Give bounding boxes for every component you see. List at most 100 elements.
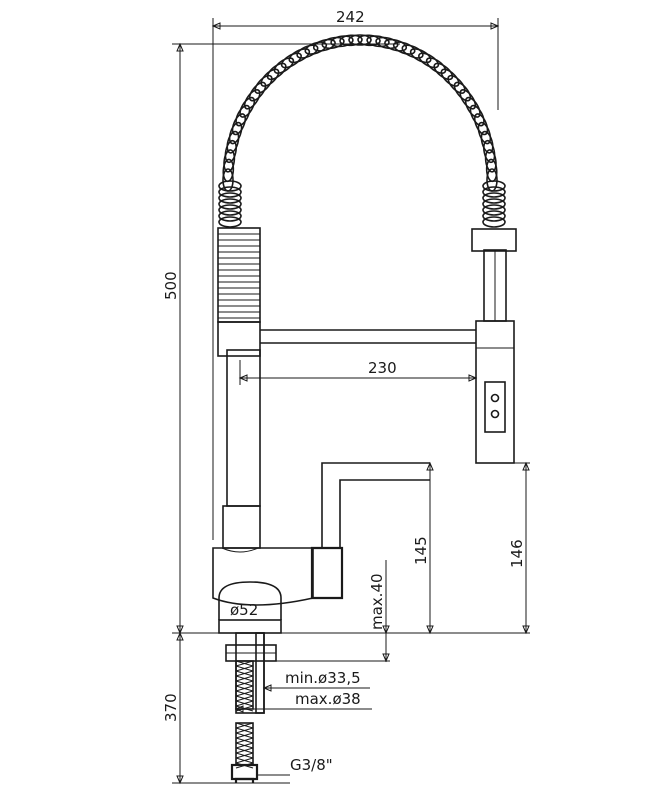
braid-line — [235, 660, 254, 667]
spring-coil — [218, 34, 506, 228]
braid-line — [235, 680, 254, 687]
dim-total-height: 500 — [162, 271, 180, 300]
braid-line — [235, 747, 254, 754]
spring-turn — [357, 34, 381, 47]
spring-turn — [273, 57, 295, 74]
hose-lower-pattern — [235, 722, 254, 769]
braid-line — [235, 685, 254, 692]
spring-turn — [366, 35, 390, 48]
spring-turn — [482, 192, 506, 204]
spring-turn — [484, 149, 497, 173]
spring-turn — [392, 41, 416, 55]
dim-spout-height: 146 — [508, 539, 526, 568]
spring-turn — [482, 216, 506, 228]
braid-line — [235, 700, 254, 707]
spring-turn — [280, 52, 302, 69]
braid-line — [235, 722, 254, 729]
base-round — [218, 581, 282, 620]
spring-turn — [218, 192, 242, 204]
spring-turn — [218, 210, 242, 222]
spring-turn — [425, 57, 447, 74]
spring-turn — [218, 186, 242, 198]
spring-turn — [469, 104, 485, 127]
dim-hose-length: 370 — [162, 693, 180, 722]
spring-turn — [312, 38, 336, 52]
spring-turn — [235, 104, 251, 127]
braid-line — [235, 690, 254, 697]
spring-turn — [224, 139, 237, 164]
braid-line — [235, 737, 254, 744]
spring-turn — [226, 130, 240, 154]
spring-turn — [330, 35, 354, 48]
spring-turn — [447, 74, 466, 94]
spring-turn — [222, 158, 235, 183]
spring-turn — [218, 204, 242, 216]
spray-head — [475, 320, 515, 464]
spring-turn — [459, 89, 477, 110]
spring-turn — [464, 96, 481, 118]
spring-turn — [453, 81, 472, 102]
dim-max-deck-thickness: max.40 — [368, 573, 386, 630]
spray-button-1 — [490, 393, 500, 403]
spring-turn — [243, 89, 261, 110]
spring-turn — [483, 139, 496, 164]
column — [226, 349, 261, 507]
dim-overall-width: 242 — [336, 8, 365, 26]
dim-min-hole: min.ø33,5 — [285, 669, 361, 687]
dim-base-diameter: ø52 — [230, 601, 258, 619]
spring-turn — [228, 121, 243, 145]
braid-line — [235, 695, 254, 702]
spray-buttons — [484, 381, 506, 433]
spring-turn — [248, 81, 267, 102]
faucet-body — [212, 34, 517, 634]
dim-lever-height: 145 — [412, 536, 430, 565]
spring-turn — [375, 36, 399, 50]
braid-line — [235, 675, 254, 682]
spring-turn — [473, 113, 489, 136]
dim-connection-thread: G3/8" — [290, 756, 333, 774]
under-deck — [225, 632, 277, 783]
column-corrugations — [218, 233, 260, 319]
braid-line — [235, 757, 254, 764]
spring-turn — [231, 113, 247, 136]
spring-turn — [348, 34, 372, 46]
dim-max-hole: max.ø38 — [295, 690, 361, 708]
hose-braid-pattern — [235, 660, 254, 712]
spring-turn — [384, 38, 408, 52]
column-sleeve — [222, 505, 261, 549]
braid-line — [235, 742, 254, 749]
spring-turn — [266, 62, 287, 81]
spring-turn — [482, 198, 506, 210]
spring-turn — [239, 96, 256, 118]
lever-handle — [310, 546, 344, 600]
spring-turn — [480, 130, 494, 154]
spring-turn — [482, 204, 506, 216]
dimension-lines: 242 500 230 145 146 max.40 ø52 — [162, 8, 530, 785]
braid-line — [235, 670, 254, 677]
spring-turn — [477, 121, 492, 145]
spring-turn — [296, 44, 319, 59]
spring-turn — [218, 216, 242, 228]
spring-turn — [339, 34, 363, 47]
spring-turn — [482, 180, 506, 192]
lever-inner — [339, 479, 430, 548]
braid-line — [235, 752, 254, 759]
spring-turn — [409, 48, 432, 64]
spring-turn — [254, 74, 273, 94]
spray-button-2 — [490, 409, 500, 419]
spring-turn — [321, 36, 345, 50]
spring-turn — [418, 52, 440, 69]
base-flange — [218, 619, 282, 634]
spray-coupling — [471, 228, 517, 252]
spring-turn — [482, 186, 506, 198]
spring-turn — [433, 62, 454, 81]
spring-turn — [222, 168, 234, 192]
braid-line — [235, 732, 254, 739]
spring-turn — [401, 44, 424, 59]
braid-line — [235, 727, 254, 734]
spring-turn — [440, 68, 460, 87]
spring-turn — [482, 210, 506, 222]
spring-turn — [288, 48, 311, 64]
spring-turn — [260, 68, 280, 87]
